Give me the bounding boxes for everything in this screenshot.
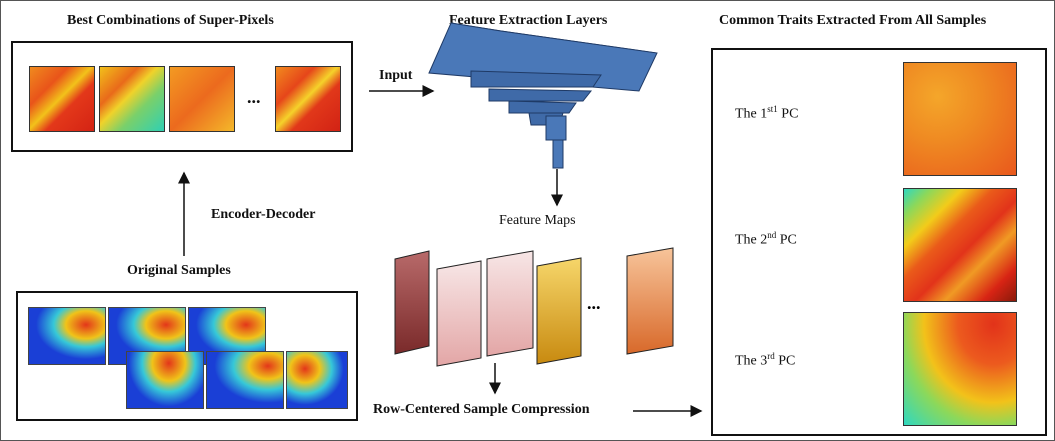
thermal-sample: [206, 351, 284, 409]
superpixel-ellipsis: ...: [247, 87, 261, 107]
superpixel-tile: [169, 66, 235, 132]
pc3-image: [903, 312, 1017, 426]
pc2-image: [903, 188, 1017, 302]
cnn-layers-icon: [428, 22, 658, 169]
input-label: Input: [379, 68, 413, 83]
compression-label: Row-Centered Sample Compression: [373, 402, 590, 417]
thermal-sample: [28, 307, 106, 365]
feature-map-ellipsis: ...: [587, 293, 601, 313]
original-samples-label: Original Samples: [127, 263, 231, 278]
feature-map-sheet: [626, 247, 674, 355]
pc1-image: [903, 62, 1017, 176]
pc3-label: The 3rd PC: [735, 351, 796, 369]
feature-map-sheet: [436, 260, 482, 367]
feature-map-sheet: [486, 250, 534, 357]
superpixel-box: ...: [11, 41, 353, 152]
common-traits-box: [711, 48, 1047, 436]
superpixel-tile: [275, 66, 341, 132]
feature-maps-label: Feature Maps: [499, 213, 576, 228]
feature-map-sheet: [394, 250, 430, 355]
superpixel-tile: [29, 66, 95, 132]
header-feature-extraction: Feature Extraction Layers: [449, 13, 608, 28]
pc1-label: The 1st1 PC: [735, 104, 799, 122]
encoder-decoder-label: Encoder-Decoder: [211, 207, 316, 222]
pc2-label: The 2nd PC: [735, 230, 797, 248]
feature-map-sheet: [536, 257, 582, 365]
thermal-sample: [286, 351, 348, 409]
thermal-sample: [126, 351, 204, 409]
superpixel-tile: [99, 66, 165, 132]
original-samples-box: [16, 291, 358, 421]
header-best-combinations: Best Combinations of Super-Pixels: [67, 13, 274, 28]
header-common-traits: Common Traits Extracted From All Samples: [719, 13, 987, 28]
